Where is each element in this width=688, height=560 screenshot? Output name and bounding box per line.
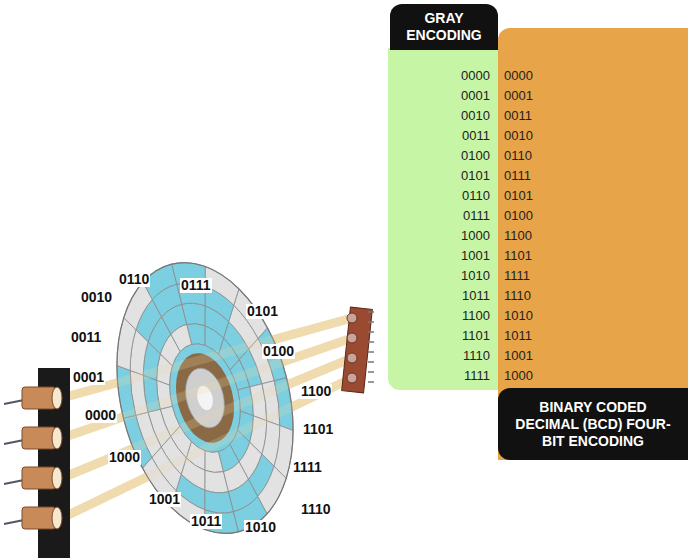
disk-rim (90, 244, 320, 552)
disk-sector-code: 1001 (148, 492, 181, 507)
bcd-code-cell: 1011 (504, 328, 532, 343)
bcd-code-cell: 1010 (504, 308, 533, 323)
gray-code-cell: 1110 (463, 348, 490, 363)
light-beam (62, 358, 352, 478)
header-text: GRAY ENCODING (398, 10, 490, 44)
detector-pin (368, 361, 374, 363)
bcd-code-cell: 0010 (504, 128, 533, 143)
emitter-lead (4, 480, 24, 484)
bcd-code-cell: 0000 (504, 68, 533, 83)
emitter-body (22, 507, 56, 529)
bcd-code-cell: 1000 (504, 368, 533, 383)
emitter-lens (52, 387, 62, 409)
gray-code-cell: 0001 (461, 88, 490, 103)
bcd-code-cell: 0110 (504, 148, 532, 163)
gray-code-cell: 0011 (462, 128, 490, 143)
bcd-code-cell: 1101 (504, 248, 532, 263)
disk-sector-code: 0000 (84, 408, 117, 423)
disk-sector-code: 0111 (180, 278, 212, 293)
emitter-lead (4, 440, 24, 444)
light-beams (62, 318, 352, 518)
gray-code-cell: 1010 (461, 268, 490, 283)
gray-code-cell: 0110 (462, 188, 490, 203)
emitter-lens (52, 427, 62, 449)
gray-code-cell: 1111 (464, 368, 490, 383)
disk-sector-code: 0011 (70, 330, 102, 345)
light-beams (62, 318, 352, 518)
light-beam (62, 378, 352, 518)
detector-pin (368, 331, 374, 333)
bcd-code-cell: 1111 (504, 268, 530, 283)
detector-pin (368, 341, 374, 343)
gray-code-cell: 0010 (461, 108, 490, 123)
bcd-code-cell: 1110 (504, 288, 531, 303)
disk-sector-code: 1100 (300, 384, 332, 399)
disk-sector-code: 1110 (300, 502, 332, 517)
gray-code-cell: 0000 (461, 68, 490, 83)
gray-code-cell: 1001 (461, 248, 490, 263)
gray-code-cell: 0100 (461, 148, 490, 163)
gray-code-cell: 1000 (461, 228, 490, 243)
bcd-code-cell: 0111 (504, 168, 531, 183)
gray-code-cell: 1011 (462, 288, 490, 303)
gray-code-cell: 1100 (462, 308, 490, 323)
detector-pin (368, 371, 374, 373)
disk-sector-code: 1000 (108, 450, 141, 465)
bcd-code-cell: 1100 (504, 228, 532, 243)
gray-code-cell: 1101 (462, 328, 490, 343)
light-emitters (4, 368, 70, 558)
photo-detector (342, 307, 374, 393)
detector-cell (347, 333, 357, 343)
emitter-body (22, 387, 56, 409)
bcd-code-cell: 0011 (504, 108, 532, 123)
light-beam (62, 378, 352, 518)
detector-pin (368, 381, 374, 383)
disk-sector-code: 0100 (262, 344, 295, 359)
gray-code-cell: 0111 (463, 208, 490, 223)
bcd-code-cell: 1001 (504, 348, 533, 363)
light-beam (62, 358, 352, 478)
bcd-code-cell: 0101 (504, 188, 533, 203)
detector-cell (347, 373, 357, 383)
detector-cell (347, 313, 357, 323)
detector-pin (368, 321, 374, 323)
disk-sector-code: 0010 (80, 290, 113, 305)
emitter-lens (52, 507, 62, 529)
bcd-code-cell: 0001 (504, 88, 533, 103)
disk-sector-code: 1111 (292, 460, 323, 475)
header-box: BINARY CODED DECIMAL (BCD) FOUR-BIT ENCO… (498, 388, 688, 460)
disk-sector-code: 1010 (244, 520, 277, 535)
emitter-lead (4, 520, 24, 524)
header-text: BINARY CODED DECIMAL (BCD) FOUR-BIT ENCO… (506, 399, 680, 450)
disk-sector-code: 1101 (302, 422, 334, 437)
bcd-code-cell: 0100 (504, 208, 533, 223)
detector-pin (368, 351, 374, 353)
encoder-disk (90, 244, 320, 552)
emitter-lens (52, 467, 62, 489)
detector-body (342, 307, 373, 393)
disk-sector-code: 0001 (72, 370, 105, 385)
emitter-lead (4, 400, 24, 404)
detector-cell (347, 353, 357, 363)
gray-code-cell: 0101 (461, 168, 490, 183)
disk-sector-code: 0110 (118, 272, 150, 287)
disk-sector-code: 0101 (246, 304, 279, 319)
detector-pin (368, 311, 374, 313)
header-box: GRAY ENCODING (390, 4, 498, 50)
disk-sector-code: 1011 (190, 514, 222, 529)
emitter-body (22, 427, 56, 449)
light-beam (62, 338, 352, 438)
emitter-body (22, 467, 56, 489)
